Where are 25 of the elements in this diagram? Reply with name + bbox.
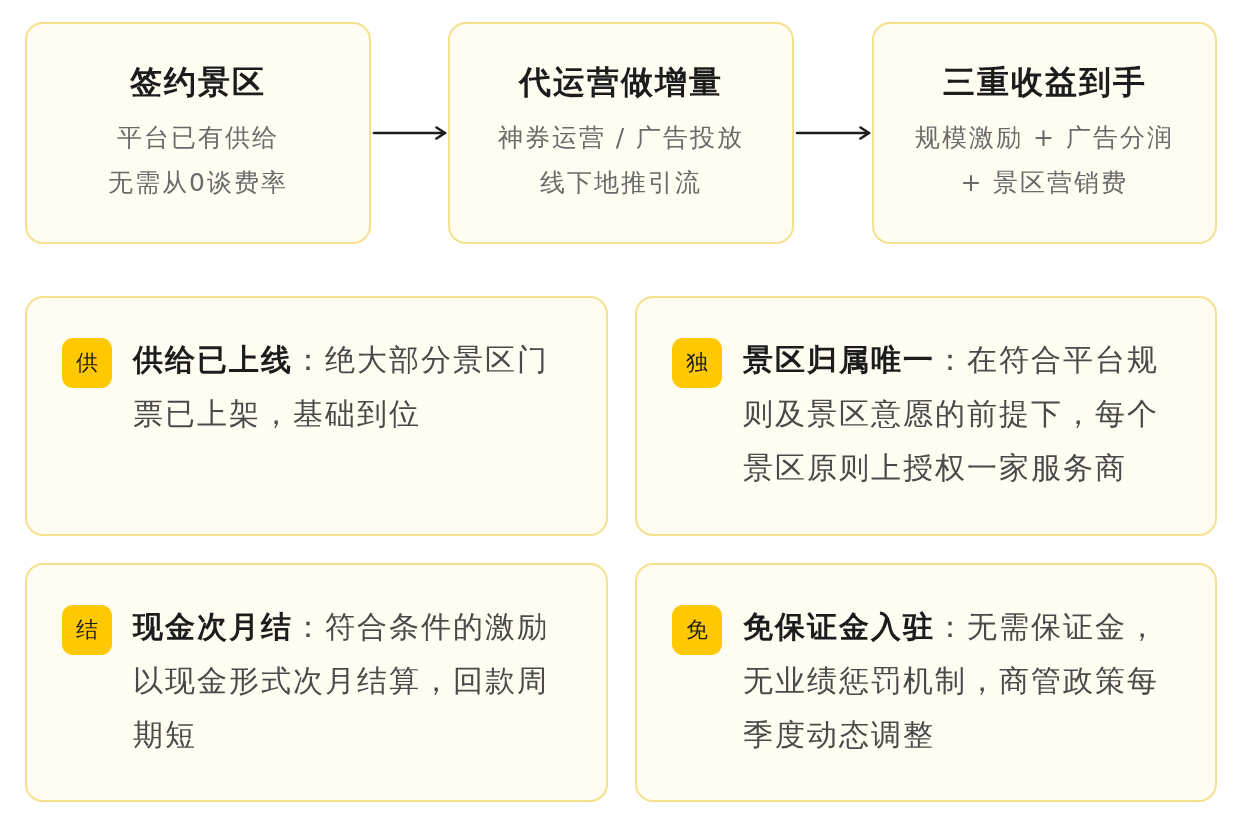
feature-description: 景区归属唯一：在符合平台规则及景区意愿的前提下，每个景区原则上授权一家服务商: [743, 341, 1160, 487]
arrow: [795, 126, 871, 140]
step-description: 规模激励 + 广告分润 + 景区营销费: [914, 121, 1175, 199]
feature-card: [25, 296, 608, 536]
step-description: 无需从0谈费率: [108, 166, 288, 199]
feature-description: 供给已上线：绝大部分景区门票已上架，基础到位: [133, 341, 550, 433]
arrow: [372, 126, 447, 140]
feature-card: [25, 563, 608, 802]
step-card: [448, 22, 794, 244]
step-card: [872, 22, 1217, 244]
character-badge: 供: [62, 338, 112, 388]
character-badge: 免: [672, 605, 722, 655]
character-badge: 结: [62, 605, 112, 655]
step-description: 平台已有供给: [117, 121, 279, 154]
step-title: 三重收益到手: [942, 61, 1147, 102]
feature-description: 现金次月结：符合条件的激励以现金形式次月结算，回款周期短: [133, 608, 550, 754]
step-description: 神券运营 / 广告投放: [497, 121, 745, 154]
step-description: 线下地推引流: [540, 166, 702, 199]
feature-card: [635, 563, 1217, 802]
feature-description: 免保证金入驻：无需保证金，无业绩惩罚机制，商管政策每季度动态调整: [743, 608, 1160, 754]
step-title: 代运营做增量: [519, 61, 723, 102]
step-title: 签约景区: [130, 61, 266, 102]
feature-card: [635, 296, 1217, 536]
step-card: [25, 22, 371, 244]
character-badge: 独: [672, 338, 722, 388]
